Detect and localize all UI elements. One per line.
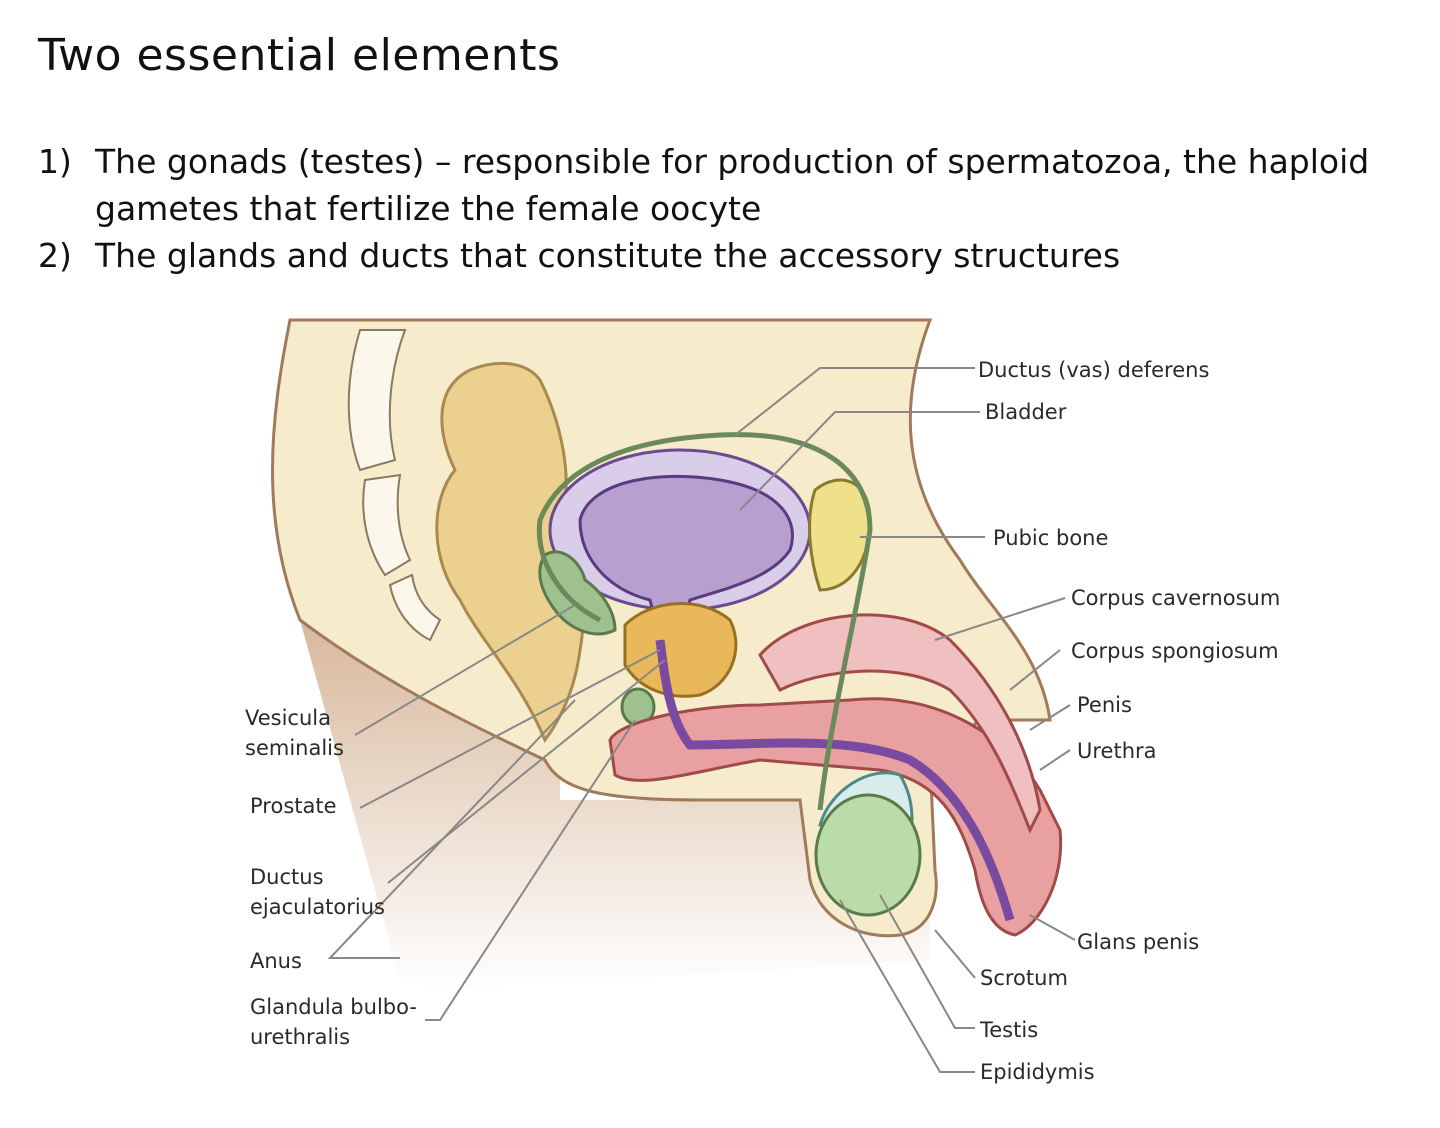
point-item: 2) The glands and ducts that constitute … bbox=[38, 232, 1418, 279]
label-glandula-line1: Glandula bulbo- bbox=[250, 995, 417, 1019]
heading: Two essential elements bbox=[38, 30, 561, 81]
labels: Ductus (vas) deferens Bladder Pubic bone… bbox=[245, 358, 1280, 1084]
label-pubic-bone: Pubic bone bbox=[993, 526, 1108, 550]
label-ductus-ejac-line1: Ductus bbox=[250, 865, 324, 889]
label-ductus-deferens: Ductus (vas) deferens bbox=[978, 358, 1209, 382]
key-points: 1) The gonads (testes) – responsible for… bbox=[38, 138, 1418, 279]
point-number: 2) bbox=[38, 236, 72, 275]
urethra bbox=[655, 639, 1015, 922]
ductus-deferens bbox=[536, 432, 873, 811]
sacrum bbox=[347, 329, 442, 642]
label-corpus-cavernosum: Corpus cavernosum bbox=[1071, 586, 1280, 610]
point-number: 1) bbox=[38, 142, 72, 181]
label-testis: Testis bbox=[979, 1018, 1038, 1042]
label-vesicula-line2: seminalis bbox=[245, 736, 344, 760]
label-prostate: Prostate bbox=[250, 794, 337, 818]
pubic-bone bbox=[808, 478, 872, 592]
leader-lines bbox=[327, 367, 1076, 1073]
label-scrotum: Scrotum bbox=[980, 966, 1068, 990]
label-glandula-line2: urethralis bbox=[250, 1025, 350, 1049]
label-anus: Anus bbox=[250, 949, 302, 973]
prostate bbox=[623, 602, 738, 698]
label-bladder: Bladder bbox=[985, 400, 1067, 424]
label-epididymis: Epididymis bbox=[980, 1060, 1095, 1084]
label-glans-penis: Glans penis bbox=[1077, 930, 1199, 954]
corpus-cavernosum bbox=[758, 613, 1042, 834]
seminal-vesicle bbox=[538, 550, 617, 636]
bladder-inner bbox=[578, 474, 794, 642]
point-text: The glands and ducts that constitute the… bbox=[95, 236, 1121, 275]
label-ductus-ejac-line2: ejaculatorius bbox=[250, 895, 385, 919]
penis bbox=[608, 697, 1063, 937]
testis bbox=[814, 793, 922, 917]
point-item: 1) The gonads (testes) – responsible for… bbox=[38, 138, 1418, 232]
point-text: The gonads (testes) – responsible for pr… bbox=[95, 142, 1370, 228]
label-vesicula-line1: Vesicula bbox=[245, 706, 331, 730]
label-urethra: Urethra bbox=[1077, 739, 1157, 763]
label-corpus-spongiosum: Corpus spongiosum bbox=[1071, 639, 1279, 663]
label-penis: Penis bbox=[1077, 693, 1132, 717]
